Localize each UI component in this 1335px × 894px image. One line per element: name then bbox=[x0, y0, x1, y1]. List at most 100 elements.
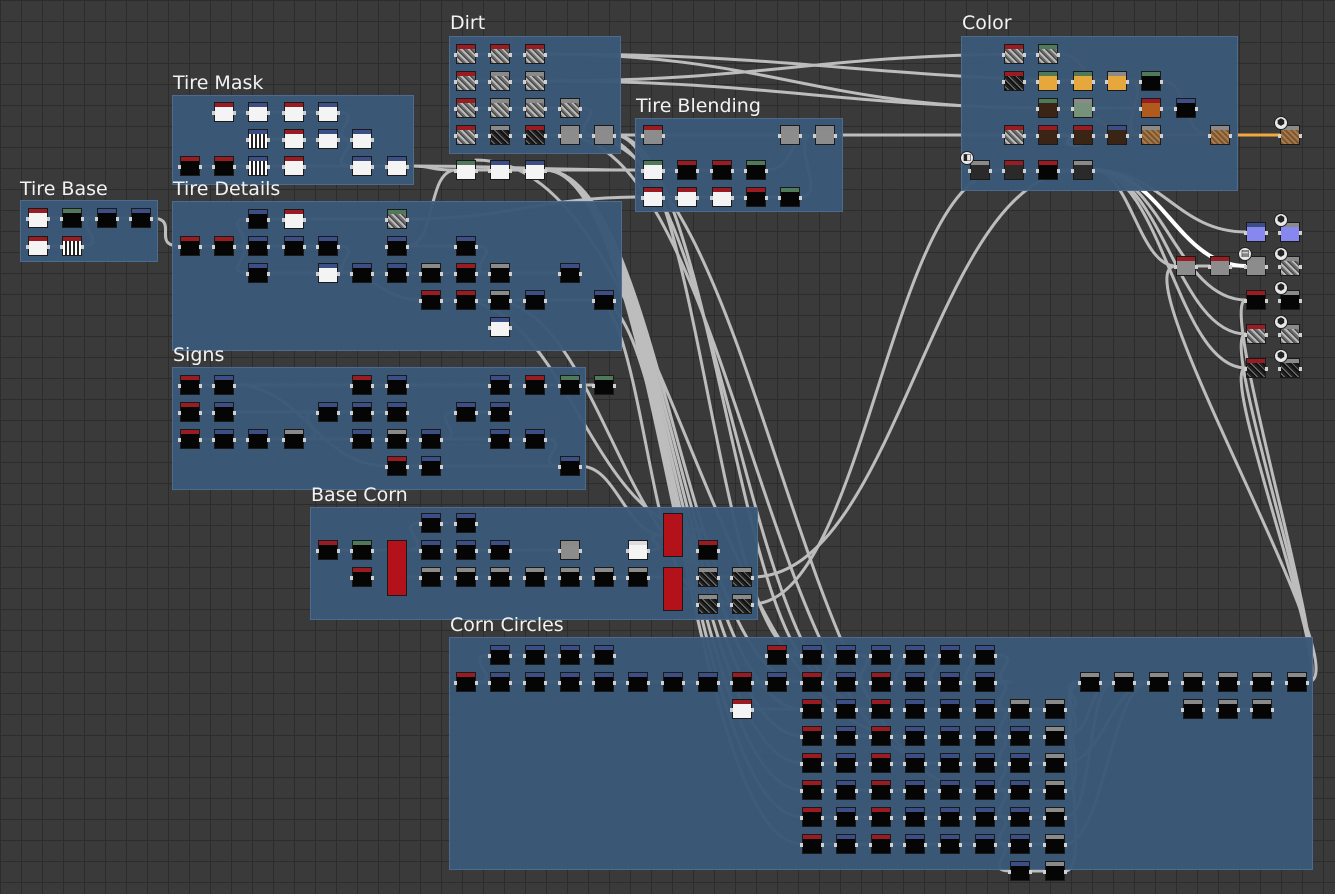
input-pin[interactable] bbox=[488, 438, 491, 442]
output-pin[interactable] bbox=[1029, 789, 1032, 793]
output-pin[interactable] bbox=[509, 134, 512, 138]
output-pin[interactable] bbox=[475, 549, 478, 553]
input-pin[interactable] bbox=[938, 681, 941, 685]
input-pin[interactable] bbox=[1071, 134, 1074, 138]
output-pin[interactable] bbox=[613, 681, 616, 685]
graph-node[interactable] bbox=[938, 780, 962, 800]
graph-node[interactable] bbox=[95, 208, 119, 228]
graph-node[interactable] bbox=[350, 429, 374, 449]
input-pin[interactable] bbox=[246, 111, 249, 115]
input-pin[interactable] bbox=[834, 843, 837, 847]
input-pin[interactable] bbox=[641, 134, 644, 138]
input-pin[interactable] bbox=[1112, 681, 1115, 685]
output-pin[interactable] bbox=[1092, 169, 1095, 173]
input-pin[interactable] bbox=[385, 438, 388, 442]
output-pin[interactable] bbox=[1299, 333, 1302, 337]
input-pin[interactable] bbox=[385, 411, 388, 415]
input-pin[interactable] bbox=[1008, 816, 1011, 820]
graph-node[interactable] bbox=[316, 402, 340, 422]
output-pin[interactable] bbox=[959, 762, 962, 766]
output-pin[interactable] bbox=[303, 245, 306, 249]
output-pin[interactable] bbox=[959, 708, 962, 712]
graph-node[interactable] bbox=[938, 672, 962, 692]
input-pin[interactable] bbox=[454, 272, 457, 276]
input-pin[interactable] bbox=[558, 134, 561, 138]
input-pin[interactable] bbox=[523, 438, 526, 442]
output-pin[interactable] bbox=[509, 107, 512, 111]
graph-node[interactable] bbox=[938, 645, 962, 665]
graph-node[interactable] bbox=[1278, 358, 1302, 378]
output-pin[interactable] bbox=[544, 80, 547, 84]
output-pin[interactable] bbox=[647, 681, 650, 685]
output-pin[interactable] bbox=[579, 549, 582, 553]
graph-node[interactable] bbox=[1043, 753, 1067, 773]
output-pin[interactable] bbox=[890, 708, 893, 712]
graph-node[interactable] bbox=[626, 540, 650, 560]
graph-node[interactable] bbox=[1002, 71, 1026, 91]
output-pin[interactable] bbox=[613, 134, 616, 138]
cube-icon[interactable]: ⬢ bbox=[1274, 281, 1288, 295]
input-pin[interactable] bbox=[1008, 735, 1011, 739]
output-pin[interactable] bbox=[475, 53, 478, 57]
frame-title-signs[interactable]: Signs bbox=[173, 344, 225, 366]
output-pin[interactable] bbox=[406, 384, 409, 388]
input-pin[interactable] bbox=[973, 654, 976, 658]
output-pin[interactable] bbox=[1133, 681, 1136, 685]
input-pin[interactable] bbox=[1002, 53, 1005, 57]
input-pin[interactable] bbox=[1036, 53, 1039, 57]
export-icon[interactable]: ▤ bbox=[1238, 247, 1252, 261]
input-pin[interactable] bbox=[454, 549, 457, 553]
input-pin[interactable] bbox=[488, 272, 491, 276]
input-pin[interactable] bbox=[488, 326, 491, 330]
input-pin[interactable] bbox=[523, 299, 526, 303]
input-pin[interactable] bbox=[1250, 681, 1253, 685]
output-pin[interactable] bbox=[855, 735, 858, 739]
graph-node[interactable] bbox=[813, 125, 837, 145]
output-pin[interactable] bbox=[855, 762, 858, 766]
input-pin[interactable] bbox=[903, 816, 906, 820]
input-pin[interactable] bbox=[973, 789, 976, 793]
input-pin[interactable] bbox=[246, 245, 249, 249]
output-pin[interactable] bbox=[1299, 299, 1302, 303]
graph-node[interactable] bbox=[1250, 672, 1274, 692]
input-pin[interactable] bbox=[869, 735, 872, 739]
output-pin[interactable] bbox=[890, 843, 893, 847]
output-pin[interactable] bbox=[337, 138, 340, 142]
graph-node[interactable] bbox=[834, 780, 858, 800]
output-pin[interactable] bbox=[1229, 134, 1232, 138]
input-pin[interactable] bbox=[246, 438, 249, 442]
output-pin[interactable] bbox=[994, 843, 997, 847]
graph-node[interactable] bbox=[1071, 160, 1095, 180]
output-pin[interactable] bbox=[475, 299, 478, 303]
graph-node[interactable] bbox=[246, 236, 270, 256]
graph-node[interactable] bbox=[973, 672, 997, 692]
output-pin[interactable] bbox=[717, 549, 720, 553]
graph-node[interactable] bbox=[1181, 699, 1205, 719]
output-pin[interactable] bbox=[855, 816, 858, 820]
input-pin[interactable] bbox=[558, 384, 561, 388]
graph-node[interactable] bbox=[212, 236, 236, 256]
input-pin[interactable] bbox=[973, 735, 976, 739]
graph-node[interactable] bbox=[523, 429, 547, 449]
input-pin[interactable] bbox=[178, 245, 181, 249]
graph-node[interactable] bbox=[834, 672, 858, 692]
output-pin[interactable] bbox=[959, 681, 962, 685]
input-pin[interactable] bbox=[316, 272, 319, 276]
output-pin[interactable] bbox=[751, 681, 754, 685]
input-pin[interactable] bbox=[178, 438, 181, 442]
graph-node[interactable] bbox=[710, 160, 734, 180]
input-pin[interactable] bbox=[1043, 762, 1046, 766]
graph-node[interactable] bbox=[1244, 324, 1268, 344]
output-pin[interactable] bbox=[579, 465, 582, 469]
output-pin[interactable] bbox=[440, 465, 443, 469]
input-pin[interactable] bbox=[1043, 708, 1046, 712]
output-pin[interactable] bbox=[731, 196, 734, 200]
output-pin[interactable] bbox=[994, 789, 997, 793]
output-pin[interactable] bbox=[1299, 231, 1302, 235]
input-pin[interactable] bbox=[246, 138, 249, 142]
input-pin[interactable] bbox=[212, 438, 215, 442]
input-pin[interactable] bbox=[385, 165, 388, 169]
graph-node[interactable] bbox=[903, 645, 927, 665]
output-pin[interactable] bbox=[371, 165, 374, 169]
input-pin[interactable] bbox=[316, 549, 319, 553]
